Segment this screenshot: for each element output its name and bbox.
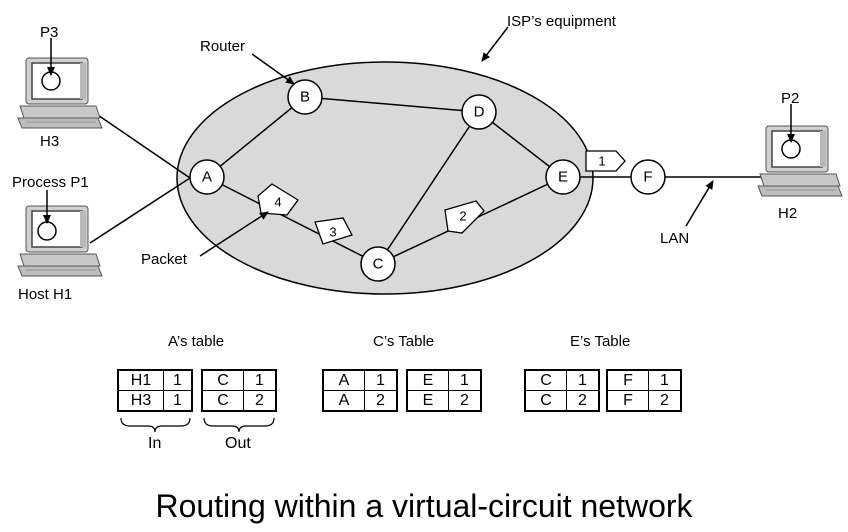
table-row: H1 1 bbox=[117, 369, 193, 391]
table-cell: 2 bbox=[243, 390, 277, 412]
table-cell: F bbox=[606, 369, 649, 391]
table-cell: 1 bbox=[243, 369, 277, 391]
label-isp-equipment: ISP’s equipment bbox=[507, 13, 617, 30]
table-row: C 1 bbox=[201, 369, 277, 391]
label-h3: H3 bbox=[40, 133, 59, 150]
label-lan: LAN bbox=[660, 230, 689, 247]
table-cell: 2 bbox=[364, 390, 398, 412]
computer-h1 bbox=[17, 205, 103, 277]
table-row: C 2 bbox=[201, 390, 277, 412]
table-cell: E bbox=[406, 369, 449, 391]
label-packet: Packet bbox=[141, 251, 188, 268]
link-a-b bbox=[206, 96, 306, 178]
table-cell: 1 bbox=[163, 369, 193, 391]
table-row: F 1 bbox=[606, 369, 682, 391]
link-a-c bbox=[206, 176, 379, 265]
link-d-c bbox=[377, 111, 480, 265]
table-row: A 1 bbox=[322, 369, 398, 391]
packet-4-label: 4 bbox=[274, 195, 281, 210]
router-a: A bbox=[189, 159, 225, 195]
table-cell: 1 bbox=[163, 390, 193, 412]
router-b-label: B bbox=[300, 89, 310, 106]
table-row: C 2 bbox=[524, 390, 600, 412]
packet-2: 2 bbox=[444, 200, 485, 234]
label-process-p1: Process P1 bbox=[12, 174, 89, 191]
packet-4: 4 bbox=[257, 183, 299, 216]
diagram-caption: Routing within a virtual-circuit network bbox=[155, 488, 693, 524]
arrow-router bbox=[251, 53, 295, 85]
table-cell: 1 bbox=[448, 369, 482, 391]
table-cell: 1 bbox=[566, 369, 600, 391]
e-table-title: E’s Table bbox=[570, 333, 631, 350]
table-cell: 1 bbox=[648, 369, 682, 391]
label-router: Router bbox=[200, 38, 245, 55]
arrow-packet bbox=[199, 211, 269, 257]
table-cell: A bbox=[322, 369, 365, 391]
table-row: E 1 bbox=[406, 369, 482, 391]
label-p3: P3 bbox=[40, 24, 58, 41]
router-d: D bbox=[461, 94, 497, 130]
table-cell: A bbox=[322, 390, 365, 412]
arrow-lan bbox=[685, 180, 714, 227]
c-table-in: A 1 A 2 bbox=[322, 369, 398, 412]
a-table-title: A’s table bbox=[168, 333, 225, 350]
table-cell: F bbox=[606, 390, 649, 412]
table-cell: 2 bbox=[566, 390, 600, 412]
packet-3: 3 bbox=[314, 217, 353, 245]
computer-h3 bbox=[17, 57, 103, 129]
table-cell: 2 bbox=[648, 390, 682, 412]
link-b-d bbox=[304, 96, 480, 113]
link-h1-a bbox=[89, 177, 191, 244]
label-p2: P2 bbox=[781, 90, 799, 107]
arrow-isp bbox=[481, 26, 509, 62]
e-table-out: F 1 F 2 bbox=[606, 369, 682, 412]
label-h2: H2 bbox=[778, 205, 797, 222]
packet-3-label: 3 bbox=[329, 225, 336, 240]
a-table-out-label: Out bbox=[225, 435, 251, 452]
router-e-label: E bbox=[558, 169, 568, 186]
router-c-label: C bbox=[373, 256, 384, 273]
packet-2-label: 2 bbox=[459, 209, 466, 224]
table-row: F 2 bbox=[606, 390, 682, 412]
packet-1-label: 1 bbox=[598, 154, 605, 169]
table-cell: H1 bbox=[117, 369, 164, 391]
e-table-in: C 1 C 2 bbox=[524, 369, 600, 412]
table-row: H3 1 bbox=[117, 390, 193, 412]
table-row: A 2 bbox=[322, 390, 398, 412]
c-table-out: E 1 E 2 bbox=[406, 369, 482, 412]
computer-h2 bbox=[757, 125, 843, 197]
router-c: C bbox=[360, 246, 396, 282]
label-host-h1: Host H1 bbox=[18, 286, 72, 303]
table-cell: E bbox=[406, 390, 449, 412]
c-table-title: C’s Table bbox=[373, 333, 435, 350]
table-cell: 1 bbox=[364, 369, 398, 391]
table-cell: H3 bbox=[117, 390, 164, 412]
router-f-label: F bbox=[643, 169, 652, 186]
a-table-in: H1 1 H3 1 bbox=[117, 369, 193, 412]
router-b: B bbox=[287, 79, 323, 115]
a-table-out: C 1 C 2 bbox=[201, 369, 277, 412]
link-h3-a bbox=[91, 110, 191, 179]
bracket-in bbox=[120, 417, 191, 433]
table-cell: C bbox=[201, 390, 244, 412]
router-a-label: A bbox=[202, 169, 212, 186]
table-row: E 2 bbox=[406, 390, 482, 412]
table-row: C 1 bbox=[524, 369, 600, 391]
router-d-label: D bbox=[474, 104, 485, 121]
packet-1: 1 bbox=[585, 150, 626, 172]
table-cell: C bbox=[524, 369, 567, 391]
table-cell: C bbox=[524, 390, 567, 412]
router-f: F bbox=[630, 159, 666, 195]
bracket-out bbox=[203, 417, 275, 433]
table-cell: C bbox=[201, 369, 244, 391]
table-cell: 2 bbox=[448, 390, 482, 412]
router-e: E bbox=[545, 159, 581, 195]
a-table-in-label: In bbox=[148, 435, 162, 452]
